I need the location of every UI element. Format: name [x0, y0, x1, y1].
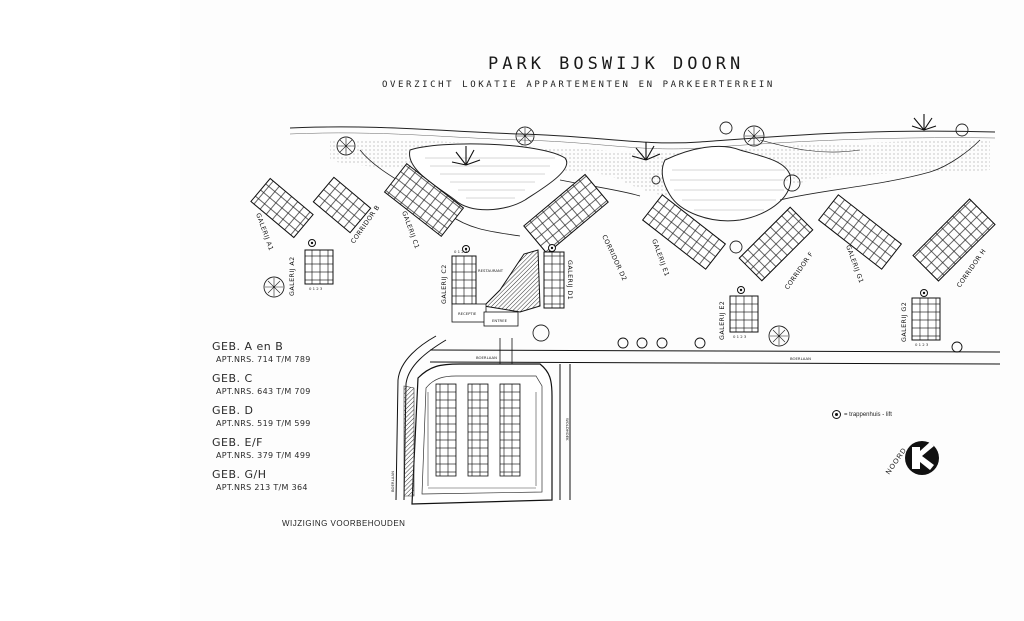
building-corridor-f: [738, 206, 814, 282]
label-galerij-d1: GALERIJ D1: [566, 260, 574, 300]
north-arrow-icon: [905, 441, 939, 475]
building-galerij-a1: [250, 177, 314, 239]
building-galerij-e1: [641, 194, 727, 270]
label-galerij-e1: GALERIJ E1: [650, 238, 671, 278]
note-c: GEB. C APT.NRS. 643 T/M 709: [212, 372, 372, 398]
label-street-top: BOERLAAN: [476, 355, 497, 360]
label-galerij-c2: GALERIJ C2: [440, 264, 448, 304]
staircase-lift-icon: [832, 410, 841, 419]
note-apt: APT.NRS 213 T/M 364: [216, 483, 308, 492]
label-corridor-f: CORRIDOR F: [783, 250, 815, 291]
map-title: PARK BOSWIJK DOORN: [488, 54, 745, 74]
note-d: GEB. D APT.NRS. 519 T/M 599: [212, 404, 372, 430]
label-galerij-e2: GALERIJ E2: [718, 301, 726, 340]
map-sheet: [180, 0, 1024, 621]
svg-text:0 1 2 3: 0 1 2 3: [309, 286, 323, 291]
building-galerij-d1: [543, 251, 565, 309]
svg-text:0 1 2 3: 0 1 2 3: [454, 249, 468, 254]
label-galerij-a2: GALERIJ A2: [288, 256, 296, 296]
label-corridor-d2: CORRIDOR D2: [600, 233, 628, 282]
note-head: GEB. G/H: [212, 468, 267, 481]
building-galerij-g2: [911, 297, 941, 341]
road-boerlaan: [429, 349, 1001, 353]
label-restaurant: RESTAURANT: [478, 268, 504, 273]
svg-text:0 1 2 3: 0 1 2 3: [915, 342, 929, 347]
building-corridor-b: [312, 176, 372, 234]
building-corridor-d2: [523, 173, 609, 255]
note-a-b: GEB. A en B APT.NRS. 714 T/M 789: [212, 340, 372, 366]
map-subtitle: OVERZICHT LOKATIE APPARTEMENTEN EN PARKE…: [382, 80, 775, 90]
note-head: GEB. A en B: [212, 340, 284, 353]
note-apt: APT.NRS. 519 T/M 599: [216, 419, 311, 428]
note-apt: APT.NRS. 714 T/M 789: [216, 355, 311, 364]
apartment-notes: GEB. A en B APT.NRS. 714 T/M 789 GEB. C …: [212, 340, 372, 500]
restaurant-building: [482, 249, 541, 313]
note-apt: APT.NRS. 379 T/M 499: [216, 451, 311, 460]
footnote: WIJZIGING VOORBEHOUDEN: [282, 519, 406, 528]
note-head: GEB. E/F: [212, 436, 263, 449]
pond-east: [661, 145, 792, 222]
note-head: GEB. C: [212, 372, 253, 385]
tree-symbols: [263, 121, 969, 347]
building-corridor-h: [912, 198, 996, 282]
note-head: GEB. D: [212, 404, 254, 417]
building-galerij-c2: [451, 255, 477, 305]
svg-text:0 1 2 3: 0 1 2 3: [733, 334, 747, 339]
note-apt: APT.NRS. 643 T/M 709: [216, 387, 311, 396]
label-street-side: BOERLAAN: [390, 471, 395, 492]
label-street-right: BOERLAAN: [790, 356, 811, 361]
north-boundary: [289, 126, 996, 144]
building-galerij-g1: [817, 194, 903, 270]
label-entree: ENTREE: [492, 318, 508, 323]
label-receptie: RECEPTIE: [458, 311, 477, 316]
legend: = trappenhuis - lift: [832, 410, 892, 419]
legend-text: = trappenhuis - lift: [844, 412, 892, 419]
building-galerij-e2: [729, 295, 759, 333]
label-street-woldhoek: WOLDHOEK: [565, 418, 570, 441]
label-galerij-g2: GALERIJ G2: [900, 302, 908, 342]
note-e-f: GEB. E/F APT.NRS. 379 T/M 499: [212, 436, 372, 462]
building-galerij-c1: [383, 162, 465, 238]
building-galerij-a2: [304, 249, 334, 285]
note-g-h: GEB. G/H APT.NRS 213 T/M 364: [212, 468, 372, 494]
